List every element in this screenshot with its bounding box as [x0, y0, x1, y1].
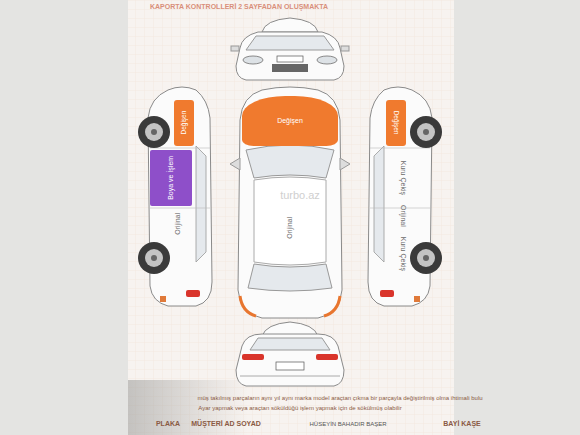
form-field: PLAKA: [156, 420, 180, 428]
rear-view-car: [242, 354, 264, 360]
top-view-car: [230, 158, 240, 170]
front-view-car: [317, 56, 337, 64]
top-view-car: [340, 158, 350, 170]
front-view-car: [262, 18, 318, 32]
top-view-car: [248, 264, 332, 291]
note-text: Ayar yapmak veya araçtan söküldüğü işlem…: [198, 405, 401, 412]
panel-status: Orijinal: [286, 217, 294, 239]
panel-status: Kuru Çekiş: [399, 161, 407, 195]
paper: [128, 0, 454, 435]
panel-status: Boya ve İşlem: [167, 156, 175, 200]
top-view-car: [246, 145, 334, 178]
header-text: KAPORTA KONTROLLERİ 2 SAYFADAN OLUŞMAKTA: [150, 3, 328, 11]
note-text: müş takılmış parçaların aynı yıl aynı ma…: [197, 395, 482, 402]
rear-view-car: [236, 322, 344, 386]
form-value: HÜSEYİN BAHADIR BAŞER: [309, 421, 386, 428]
paper: [128, 0, 454, 435]
left-side-car: [138, 87, 212, 306]
panel-status: Değişen: [392, 111, 399, 135]
paper: [128, 0, 454, 435]
top-view-car: [254, 177, 326, 265]
left-side-car: [138, 87, 212, 306]
front-view-car: [243, 56, 263, 64]
panel-status: Değişen: [180, 111, 187, 135]
top-view-car: [240, 296, 256, 316]
top-view-car: [238, 87, 342, 318]
rear-view-car: [276, 362, 304, 370]
watermark: turbo.az: [280, 189, 320, 201]
rear-view-car: [240, 376, 340, 377]
front-view-car: [236, 32, 344, 80]
panel-status: Orijinal: [174, 213, 182, 235]
panel-status: Kuru Çekiş: [399, 237, 407, 271]
form-field: BAYİ KAŞE: [443, 420, 480, 428]
changed-panel: Değişen: [242, 96, 338, 146]
rear-view-car: [250, 338, 330, 350]
front-view-car: [246, 36, 334, 50]
right-side-car: [368, 87, 442, 306]
changed-panel: Değişen: [174, 100, 194, 146]
changed-panel: Değişen: [386, 100, 406, 146]
top-view-car: [230, 87, 350, 318]
painted-panel: Boya ve İşlem: [150, 150, 192, 206]
panel-status: Değişen: [277, 117, 303, 125]
right-side-car: [368, 87, 442, 306]
panel-status: Orijinal: [399, 205, 407, 227]
top-view-car: [324, 296, 340, 316]
front-view-car: [272, 64, 308, 72]
rear-view-car: [236, 334, 344, 386]
form-field: MÜŞTERİ AD SOYAD: [191, 420, 261, 428]
front-view-car: [231, 18, 349, 80]
front-view-car: [231, 46, 239, 51]
front-view-car: [341, 46, 349, 51]
rear-view-car: [316, 354, 338, 360]
front-view-car: [277, 56, 303, 62]
